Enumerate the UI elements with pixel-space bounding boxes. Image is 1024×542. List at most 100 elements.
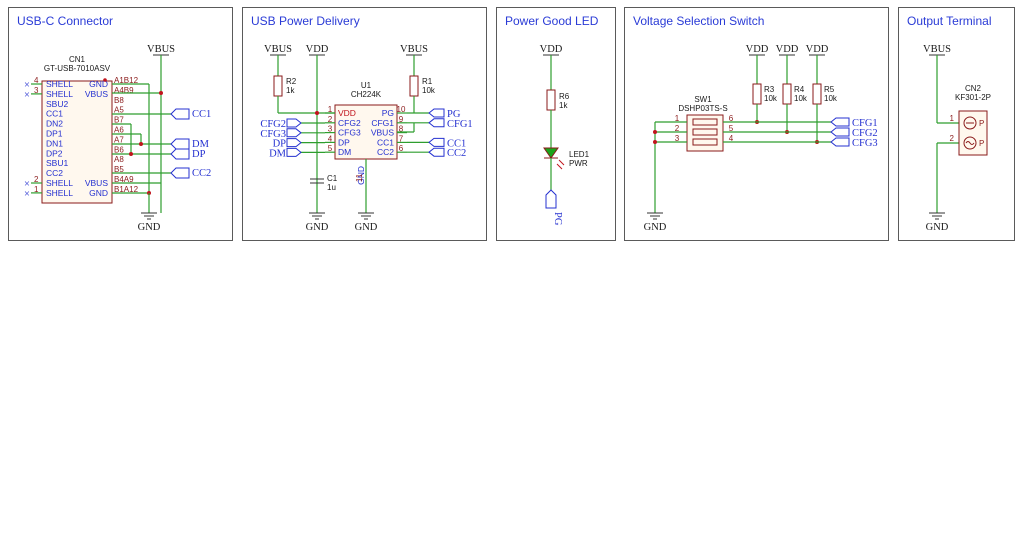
vdd-label: VDD xyxy=(540,44,563,55)
led-panel: Power Good LED VDD R6 1k LED1 PWR PG xyxy=(496,7,616,241)
usbc-pad-label: A5 xyxy=(114,106,124,115)
usbc-pad-label: B6 xyxy=(114,145,124,154)
ic-pin-label: CC2 xyxy=(377,147,394,157)
vbus-label: VBUS xyxy=(923,44,951,55)
net-label: DP xyxy=(273,139,287,150)
ic-pin-label: CFG3 xyxy=(338,128,361,138)
usbc-pin-label: SHELL xyxy=(46,188,73,198)
ic-pin-label: CFG1 xyxy=(371,118,394,128)
cn1-value: GT-USB-7010ASV xyxy=(44,64,111,73)
panel-title: Output Terminal xyxy=(907,14,992,28)
usbc-pad-label: A7 xyxy=(114,135,124,144)
gnd2-label: GND xyxy=(355,222,378,233)
usbc-schematic: CN1 GT-USB-7010ASV SHELL4×SHELL3×SBU2CC1… xyxy=(24,44,211,233)
pd-schematic: VBUS R2 1k VDD C1 1u GND U1 CH224K VDD1C… xyxy=(260,44,472,233)
ic-pin-label: CC1 xyxy=(377,137,394,147)
net-label: PG xyxy=(447,109,461,120)
out-panel: Output Terminal VBUS P P 1 2 CN2 KF301-2… xyxy=(898,7,1015,241)
ic-pin-num: 9 xyxy=(399,115,404,124)
vbus-label: VBUS xyxy=(264,44,292,55)
r1-val: 10k xyxy=(422,86,436,95)
cn1-ref: CN1 xyxy=(69,55,86,64)
usbc-pin-label: VBUS xyxy=(85,178,108,188)
net-label: CFG3 xyxy=(260,129,286,140)
usbc-pin-label: GND xyxy=(89,188,108,198)
net-dp: DP xyxy=(192,149,206,160)
gnd-label: GND xyxy=(926,222,949,233)
usbc-pin-label: VBUS xyxy=(85,89,108,99)
usbc-pin-num: 4 xyxy=(34,76,39,85)
resistor xyxy=(812,83,822,105)
res-ref: R5 xyxy=(824,85,835,94)
usbc-pin-label: DN2 xyxy=(46,119,63,129)
usbc-pin-label: CC1 xyxy=(46,109,63,119)
u1-ref: U1 xyxy=(361,81,372,90)
usbc-pad-label: B5 xyxy=(114,165,124,174)
out-schematic: VBUS P P 1 2 CN2 KF301-2P GND xyxy=(923,44,991,233)
panel-title: USB-C Connector xyxy=(17,14,114,28)
ic-gnd-num: 11 xyxy=(355,173,364,182)
vdd-label: VDD xyxy=(746,44,769,55)
ic-pin-label: VBUS xyxy=(371,128,394,138)
usbc-pin-label: SBU2 xyxy=(46,99,68,109)
usbc-pin-label: SHELL xyxy=(46,89,73,99)
net-pg: PG xyxy=(552,212,563,226)
usbc-pad-label: B8 xyxy=(114,96,124,105)
p-label: P xyxy=(979,139,984,148)
pd-panel: USB Power Delivery VBUS R2 1k VDD C1 1u … xyxy=(242,7,487,241)
led-schematic: VDD R6 1k LED1 PWR PG xyxy=(540,44,590,226)
gnd-label: GND xyxy=(138,222,161,233)
r6-val: 1k xyxy=(559,101,568,110)
usbc-pin-label: CC2 xyxy=(46,168,63,178)
ic-gnd-pin: GND xyxy=(356,166,366,185)
vdd-label: VDD xyxy=(306,44,329,55)
net-label: CFG2 xyxy=(852,128,878,139)
usbc-pad-label: B1A12 xyxy=(114,185,139,194)
r2-resistor xyxy=(273,75,283,97)
usbc-pin-label: SHELL xyxy=(46,178,73,188)
sw-pin-num: 3 xyxy=(675,134,680,143)
usbc-pad-label: A8 xyxy=(114,155,124,164)
ic-pin-label: DP xyxy=(338,137,350,147)
vbus-label: VBUS xyxy=(147,44,175,55)
led-val: PWR xyxy=(569,159,588,168)
net-cc1: CC1 xyxy=(192,109,211,120)
vdd-label: VDD xyxy=(806,44,829,55)
p-label: P xyxy=(979,119,984,128)
sw-pin-num: 6 xyxy=(729,114,734,123)
usbc-pin-label: GND xyxy=(89,79,108,89)
net-cc2: CC2 xyxy=(192,168,211,179)
res-ref: R3 xyxy=(764,85,775,94)
net-label: CC1 xyxy=(447,138,466,149)
gnd-label: GND xyxy=(644,222,667,233)
no-connect-icon: × xyxy=(24,80,30,91)
sw-pin-num: 5 xyxy=(729,124,734,133)
res-val: 10k xyxy=(824,94,838,103)
no-connect-icon: × xyxy=(24,90,30,101)
usbc-panel: USB-C Connector CN1 GT-USB-7010ASV SHELL… xyxy=(8,7,233,241)
usbc-pin-label: SBU1 xyxy=(46,158,68,168)
gnd1-label: GND xyxy=(306,222,329,233)
ic-pin-num: 5 xyxy=(328,144,333,153)
usbc-pin-label: DP2 xyxy=(46,148,63,158)
panel-title: USB Power Delivery xyxy=(251,14,360,28)
r2-val: 1k xyxy=(286,86,295,95)
usbc-pin-label: DN1 xyxy=(46,138,63,148)
r1-ref: R1 xyxy=(422,77,433,86)
ic-pin-num: 6 xyxy=(399,144,404,153)
net-label: CFG2 xyxy=(260,119,286,130)
connector-body xyxy=(41,80,113,204)
res-val: 10k xyxy=(794,94,808,103)
panel-title: Power Good LED xyxy=(505,14,599,28)
net-label: CFG1 xyxy=(852,118,878,129)
resistor xyxy=(752,83,762,105)
usbc-pin-num: 2 xyxy=(34,175,39,184)
r2-ref: R2 xyxy=(286,77,297,86)
net-label: CFG3 xyxy=(852,138,878,149)
ic-pin-num: 1 xyxy=(328,105,333,114)
c1-ref: C1 xyxy=(327,174,338,183)
usbc-pin-num: 3 xyxy=(34,86,39,95)
res-val: 10k xyxy=(764,94,778,103)
